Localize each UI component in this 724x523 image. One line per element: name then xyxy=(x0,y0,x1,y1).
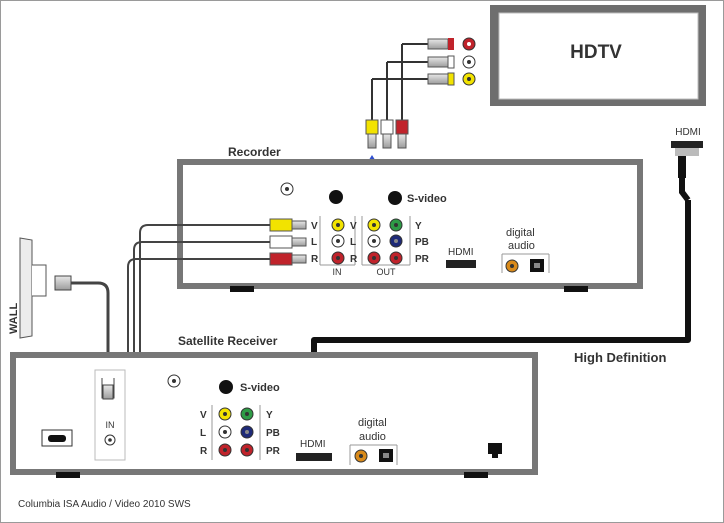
recorder-pb: PB xyxy=(415,237,429,248)
receiver-y: Y xyxy=(266,410,273,421)
recorder-mid-l: L xyxy=(350,237,356,248)
recorder-in-label: IN xyxy=(333,267,342,277)
tv-hdmi-label: HDMI xyxy=(675,127,701,138)
recorder-mid-v: V xyxy=(350,221,357,232)
receiver-audio-label: audio xyxy=(359,431,386,443)
footer-caption: Columbia ISA Audio / Video 2010 SWS xyxy=(18,499,191,510)
wall-label: WALL xyxy=(8,303,20,334)
recorder-mid-r: R xyxy=(350,254,358,265)
recorder-y: Y xyxy=(415,221,422,232)
wall-outlet: WALL xyxy=(8,237,110,378)
satellite-receiver: Satellite Receiver IN S-video V L R Y PB… xyxy=(10,334,538,478)
receiver-svideo-label: S-video xyxy=(240,382,280,394)
receiver-av-l: L xyxy=(200,428,206,439)
recorder-out-label: OUT xyxy=(377,267,397,277)
receiver-title: Satellite Receiver xyxy=(178,334,278,348)
recorder-title: Recorder xyxy=(228,145,281,159)
hdtv: HDTV xyxy=(490,5,706,106)
recorder-pr: PR xyxy=(415,254,430,265)
recorder-digital-label: digital xyxy=(506,227,535,239)
recorder-in-r: R xyxy=(311,254,319,265)
recorder-in-v: V xyxy=(311,221,318,232)
recorder-audio-label: audio xyxy=(508,240,535,252)
hdtv-label: HDTV xyxy=(570,42,622,63)
receiver-pb: PB xyxy=(266,428,280,439)
recorder-in-l: L xyxy=(311,237,317,248)
receiver-pr: PR xyxy=(266,446,281,457)
receiver-av-v: V xyxy=(200,410,207,421)
receiver-digital-label: digital xyxy=(358,417,387,429)
receiver-in-label: IN xyxy=(106,420,115,430)
high-definition-label: High Definition xyxy=(574,350,666,365)
recorder-svideo-label: S-video xyxy=(407,193,447,205)
recorder-hdmi-label: HDMI xyxy=(448,247,474,258)
receiver-hdmi-label: HDMI xyxy=(300,439,326,450)
recorder: Recorder S-video IN OUT V L R V L R Y xyxy=(177,145,643,292)
receiver-av-r: R xyxy=(200,446,208,457)
